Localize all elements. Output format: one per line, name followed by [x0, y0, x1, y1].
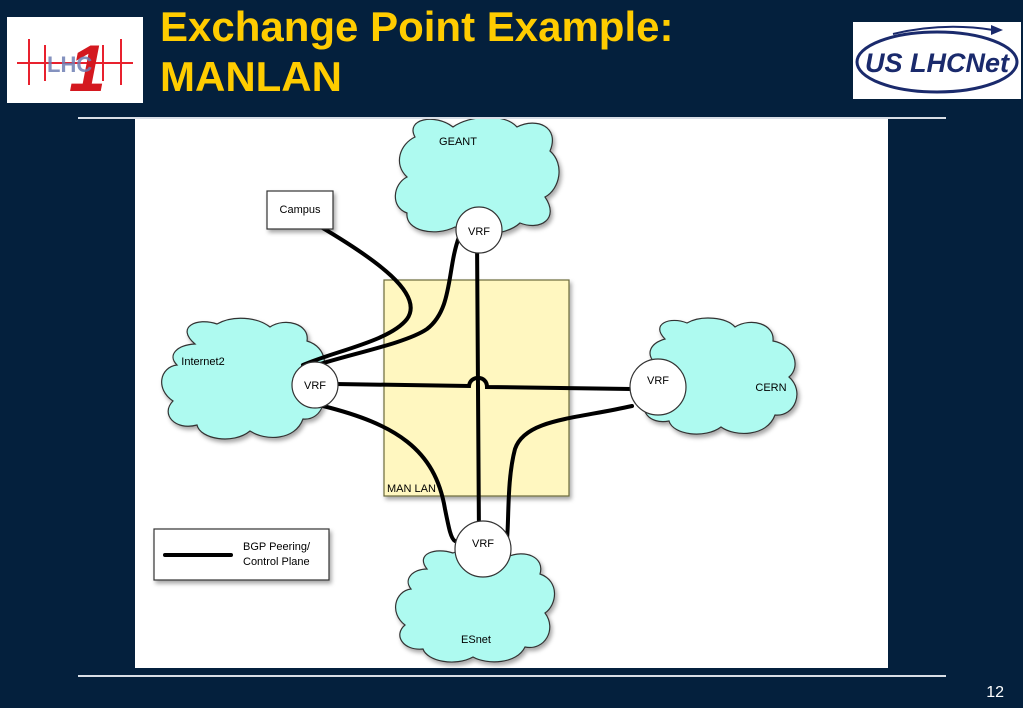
manlan-label: MAN LAN — [387, 483, 436, 495]
vrf-node-esnet — [454, 520, 512, 578]
vrf-node-geant — [455, 206, 503, 254]
uslhcnet-logo: US LHCNet — [853, 22, 1021, 99]
geant-internet2-link — [309, 235, 461, 369]
lhc-logo: 1 LHC — [7, 17, 143, 105]
lhc-logo-numeral: 1 — [69, 31, 106, 103]
vrf-label-geant: VRF — [468, 226, 490, 238]
vrf-label-internet2: VRF — [304, 380, 326, 392]
title-line-1: Exchange Point Example: — [160, 3, 674, 50]
legend-line2: Control Plane — [243, 556, 310, 568]
campus-link — [301, 225, 413, 367]
esnet-label: ESnet — [461, 634, 491, 646]
cern-label: CERN — [755, 382, 786, 394]
legend-line1: BGP Peering/ — [243, 541, 311, 553]
vrf-node-cern — [629, 358, 687, 416]
vrf-node-internet2 — [291, 361, 339, 409]
campus-box — [266, 190, 334, 230]
top-divider — [78, 117, 946, 119]
title-line-2: MANLAN — [160, 53, 342, 100]
internet2-label: Internet2 — [181, 356, 224, 368]
internet2-cern-link — [333, 375, 633, 391]
vrf-label-cern: VRF — [647, 375, 669, 387]
page-number: 12 — [986, 684, 1004, 701]
slide-title: Exchange Point Example: MANLAN — [160, 2, 673, 102]
geant-esnet-link — [475, 235, 481, 541]
campus-label: Campus — [280, 204, 321, 216]
lhc-logo-text: LHC — [47, 52, 92, 77]
internet2-esnet-link — [321, 404, 457, 543]
cern-esnet-link — [505, 404, 634, 541]
geant-cloud — [394, 119, 560, 235]
uslhcnet-logo-text: US LHCNet — [865, 48, 1010, 78]
geant-label: GEANT — [439, 136, 477, 148]
vrf-label-esnet: VRF — [472, 538, 494, 550]
internet2-cloud — [161, 317, 325, 440]
bottom-divider — [78, 675, 946, 677]
diagram-canvas: VRF VRF VRF VRF GEANT Internet2 CERN ESn… — [135, 119, 888, 668]
